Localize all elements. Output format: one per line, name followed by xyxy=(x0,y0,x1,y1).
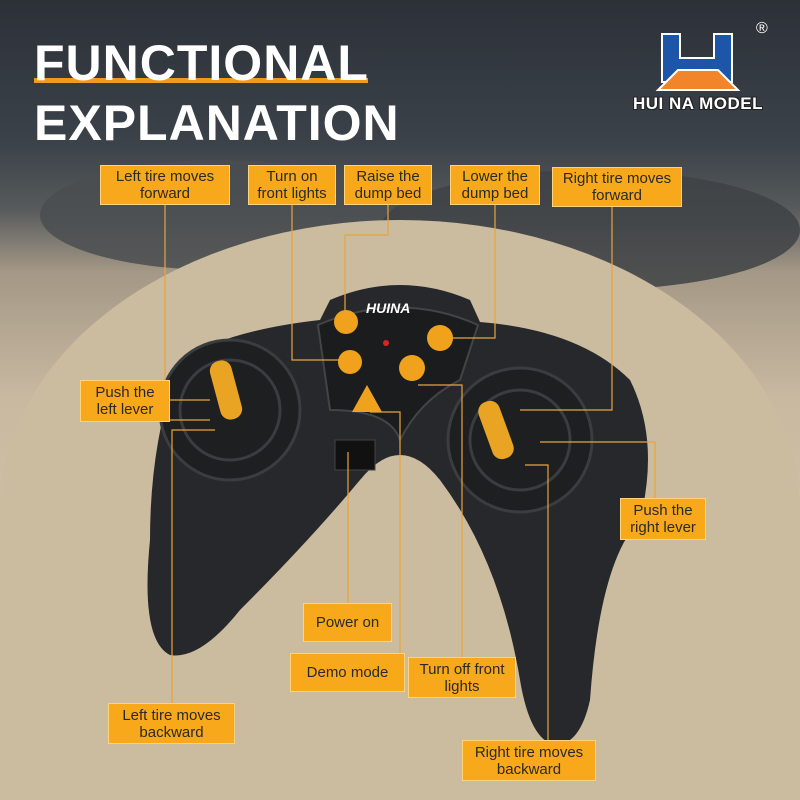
label-raise-bed: Raise the dump bed xyxy=(344,165,432,205)
label-lower-bed: Lower the dump bed xyxy=(450,165,540,205)
label-right-backward: Right tire moves backward xyxy=(462,740,596,781)
brand-logo: ® HUI NA MODEL xyxy=(618,20,778,120)
title-underline xyxy=(34,78,368,83)
label-lights-on: Turn on front lights xyxy=(248,165,336,205)
registered-mark: ® xyxy=(756,20,768,37)
label-right-lever: Push the right lever xyxy=(620,498,706,540)
logo-mark-icon xyxy=(655,33,741,91)
label-left-lever: Push the left lever xyxy=(80,380,170,422)
label-left-backward: Left tire moves backward xyxy=(108,703,235,744)
title-line-1: FUNCTIONAL xyxy=(34,35,369,91)
logo-text: HUI NA MODEL xyxy=(632,94,764,113)
label-lights-off: Turn off front lights xyxy=(408,657,516,698)
label-left-forward: Left tire moves forward xyxy=(100,165,230,205)
label-right-forward: Right tire moves forward xyxy=(552,167,682,207)
label-demo-mode: Demo mode xyxy=(290,653,405,692)
controller-brand-mark: HUINA xyxy=(366,300,411,316)
title-line-2: EXPLANATION xyxy=(34,95,400,151)
label-power-on: Power on xyxy=(303,603,392,642)
